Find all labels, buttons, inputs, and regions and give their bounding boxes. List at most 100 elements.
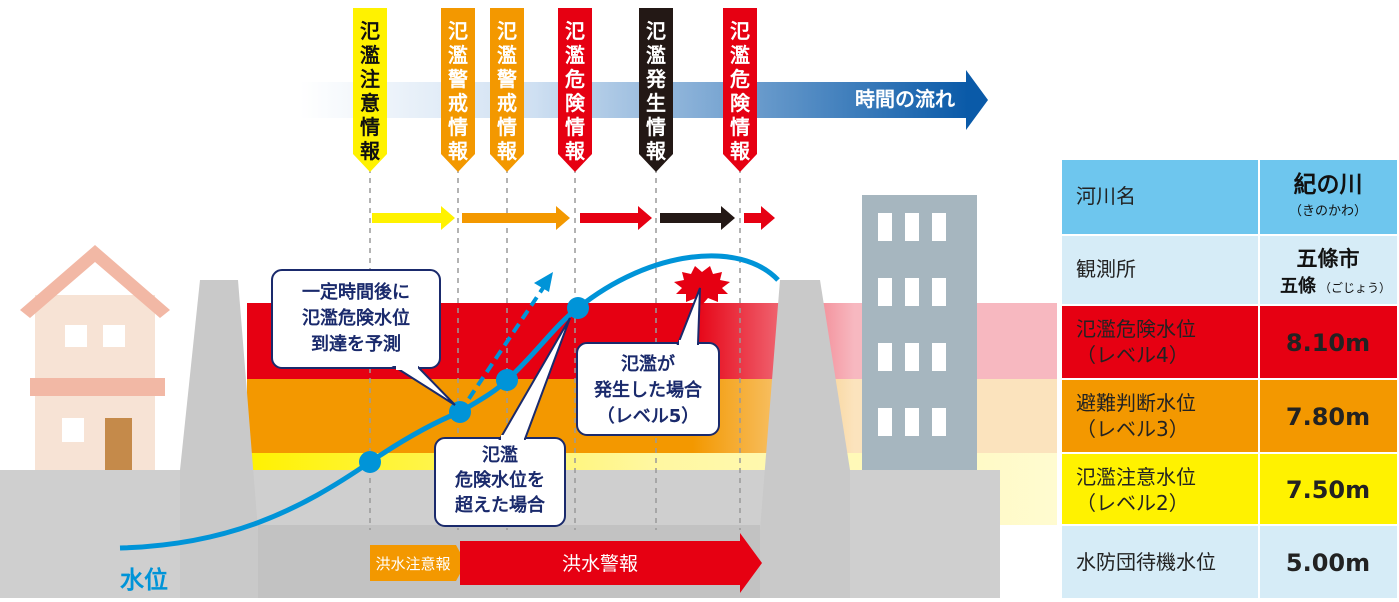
callout-flood: 氾濫が 発生した場合 （レベル5） (576, 287, 720, 436)
river-name-reading: （きのかわ） (1289, 204, 1367, 219)
tag-char: 報 (360, 139, 381, 163)
tag-char: 濫 (730, 43, 750, 67)
tag-char: 濫 (448, 43, 468, 67)
tag-char: 危 (730, 67, 750, 91)
point-danger (567, 297, 589, 319)
level-row-1: 避難判断水位（レベル3）7.80m (1062, 380, 1397, 452)
point-caution (359, 451, 381, 473)
level-row-0: 氾濫危険水位（レベル4）8.10m (1062, 306, 1397, 378)
tag-char: 警 (448, 67, 468, 91)
phase-arrow-4 (744, 206, 775, 230)
left-embankment (180, 280, 258, 598)
station-label: 観測所 (1076, 257, 1136, 281)
tag-shape (441, 8, 475, 172)
tag-char: 情 (360, 115, 380, 139)
tag-char: 戒 (448, 91, 468, 115)
forecast-dashed-arrow (458, 283, 547, 414)
tag-char: 険 (565, 91, 586, 115)
callout-exceeded-line1: 氾濫 (482, 444, 518, 466)
level-row-sublabel: （レベル2） (1076, 491, 1189, 515)
level-row-value: 5.00m (1286, 549, 1370, 577)
tag-shape (490, 8, 524, 172)
level-row-label: 避難判断水位 (1076, 391, 1196, 415)
tag-char: 危 (565, 67, 585, 91)
flood-burst-icon (674, 266, 730, 305)
point-judgement (496, 369, 518, 391)
callout-forecast: 一定時間後に 氾濫危険水位 到達を予測 (271, 269, 456, 406)
phase-arrows (372, 206, 775, 230)
flood-warning-label: 洪水警報 (562, 553, 638, 575)
callout-flood-line3: （レベル5） (597, 406, 700, 427)
right-ground (850, 470, 1000, 598)
level-row-value: 7.50m (1286, 476, 1370, 504)
callout-forecast-line3: 到達を予測 (311, 333, 401, 355)
tag-char: 氾 (448, 19, 468, 43)
callout-flood-line2: 発生した場合 (593, 379, 703, 401)
callout-forecast-line1: 一定時間後に (302, 281, 410, 303)
flood-watch-label: 洪水注意報 (375, 555, 450, 573)
table-header-row (1062, 160, 1258, 234)
tag-char: 氾 (730, 19, 750, 43)
forecast-arrowhead (534, 272, 553, 292)
tag-char: 氾 (646, 19, 666, 43)
tag-char: 氾 (360, 19, 380, 43)
water-level-curve (119, 253, 780, 551)
tag-char: 濫 (646, 43, 666, 67)
tag-char: 濫 (565, 43, 585, 67)
tag-char: 意 (360, 91, 380, 115)
callout-exceeded-line2: 危険水位を (454, 469, 545, 491)
tag-char: 発 (645, 67, 667, 91)
tag-char: 氾 (565, 19, 585, 43)
house (20, 245, 170, 470)
tag-char: 報 (565, 139, 586, 163)
phase-arrow-1 (462, 206, 570, 230)
point-forecast (449, 401, 471, 423)
tag-char: 氾 (497, 19, 517, 43)
phase-arrow-2 (580, 206, 652, 230)
level-row-value: 8.10m (1286, 329, 1370, 357)
river-name-label: 河川名 (1076, 184, 1136, 208)
tag-char: 注 (360, 67, 380, 91)
level-row-2: 氾濫注意水位（レベル2） 7.50m (1062, 454, 1397, 524)
time-axis-label: 時間の流れ (855, 87, 955, 111)
tag-char: 戒 (497, 91, 517, 115)
building (862, 195, 977, 470)
tag-char: 報 (448, 139, 469, 163)
water-level-label: 水位 (120, 566, 168, 594)
tag-shape (723, 8, 757, 172)
tag-char: 濫 (360, 43, 380, 67)
tag-char: 情 (646, 115, 666, 139)
tag-char: 報 (646, 139, 667, 163)
tag-char: 情 (730, 115, 750, 139)
tag-shape (639, 8, 673, 172)
callout-forecast-line2: 氾濫危険水位 (302, 307, 410, 329)
tag-char: 情 (448, 115, 468, 139)
river-level-table: 河川名 紀の川 （きのかわ） 観測所 五條市 五條 （ごじょう） 氾濫危険水位（… (1060, 158, 1399, 598)
tag-char: 情 (565, 115, 585, 139)
station-sub-main: 五條 (1280, 275, 1317, 297)
right-embankment (760, 280, 850, 598)
level-row-sublabel: （レベル3） (1076, 417, 1189, 441)
tag-char: 険 (730, 91, 751, 115)
callout-exceeded: 氾濫 危険水位を 超えた場合 (434, 317, 571, 527)
station-row (1062, 236, 1258, 304)
tag-char: 生 (646, 91, 666, 115)
tag-shape (353, 8, 387, 172)
time-axis-arrow: 時間の流れ (300, 70, 988, 130)
callout-flood-line1: 氾濫が (621, 353, 675, 375)
tag-char: 報 (497, 139, 518, 163)
station-value: 五條市 (1297, 247, 1360, 271)
phase-arrow-3 (660, 206, 735, 230)
level-row-label: 氾濫注意水位 (1076, 465, 1196, 489)
warning-bar: 洪水注意報 洪水警報 (370, 533, 762, 593)
tag-char: 報 (730, 139, 751, 163)
tag-char: 警 (497, 67, 517, 91)
callout-exceeded-line3: 超えた場合 (455, 494, 546, 516)
